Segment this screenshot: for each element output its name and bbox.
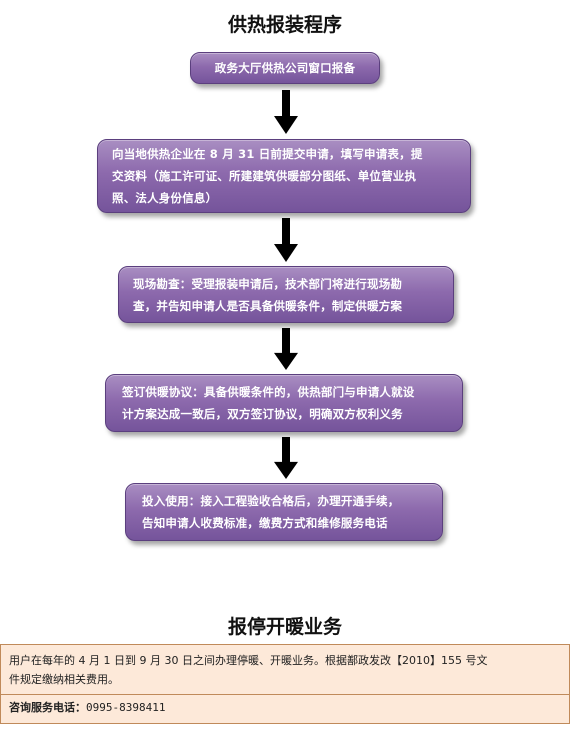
info-table: 用户在每年的 4 月 1 日到 9 月 30 日之间办理停暖、开暖业务。根据鄯政…	[0, 644, 570, 724]
step-3-line-2: 查，并告知申请人是否具备供暖条件，制定供暖方案	[133, 298, 403, 313]
step-5-line-2: 告知申请人收费标准，缴费方式和维修服务电话	[142, 516, 388, 530]
step-3-box: 现场勘查：受理报装申请后，技术部门将进行现场勘 查，并告知申请人是否具备供暖条件…	[118, 266, 454, 323]
step-4-box: 签订供暖协议：具备供暖条件的，供热部门与申请人就设 计方案达成一致后，双方签订协…	[105, 374, 463, 432]
step-2-line-2: 交资料（施工许可证、所建建筑供暖部分图纸、单位营业执	[112, 169, 417, 183]
flow-title: 供热报装程序	[227, 14, 342, 36]
notice-line-1: 用户在每年的 4 月 1 日到 9 月 30 日之间办理停暖、开暖业务。根据鄯政…	[9, 654, 488, 667]
down-arrow-icon	[274, 437, 298, 479]
contact-row: 咨询服务电话：0995-8398411	[1, 695, 569, 723]
down-arrow-icon	[274, 90, 298, 134]
down-arrow-icon	[274, 328, 298, 370]
contact-phone-number: 0995-8398411	[86, 701, 166, 714]
step-1-line-1: 政务大厅供热公司窗口报备	[214, 61, 356, 75]
step-2-box: 向当地供热企业在 8 月 31 日前提交申请，填写申请表，提 交资料（施工许可证…	[97, 139, 471, 213]
step-5-box: 投入使用：接入工程验收合格后，办理开通手续， 告知申请人收费标准，缴费方式和维修…	[125, 483, 443, 541]
step-5-line-1: 投入使用：接入工程验收合格后，办理开通手续，	[142, 494, 400, 508]
contact-label: 咨询服务电话：	[9, 701, 86, 714]
down-arrow-icon	[274, 218, 298, 262]
notice-text: 用户在每年的 4 月 1 日到 9 月 30 日之间办理停暖、开暖业务。根据鄯政…	[1, 645, 569, 695]
step-2-line-1: 向当地供热企业在 8 月 31 日前提交申请，填写申请表，提	[112, 147, 423, 161]
step-3-line-1: 现场勘查：受理报装申请后，技术部门将进行现场勘	[133, 276, 403, 291]
notice-line-2: 件规定缴纳相关费用。	[9, 673, 119, 686]
step-4-line-1: 签订供暖协议：具备供暖条件的，供热部门与申请人就设	[122, 385, 415, 399]
step-1-box: 政务大厅供热公司窗口报备	[190, 52, 380, 84]
section2-title: 报停开暖业务	[227, 616, 342, 638]
step-2-line-3: 照、法人身份信息）	[112, 191, 218, 205]
step-4-line-2: 计方案达成一致后，双方签订协议，明确双方权利义务	[122, 407, 403, 421]
